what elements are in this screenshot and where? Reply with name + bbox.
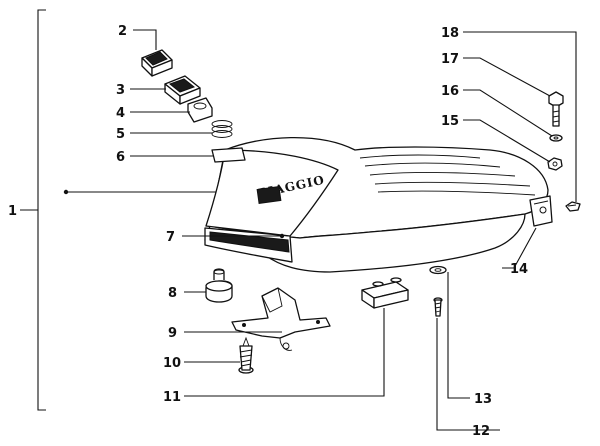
label-15: 15: [441, 114, 459, 129]
label-6: 6: [116, 150, 125, 165]
part-18-screw: [565, 201, 581, 212]
label-18: 18: [441, 26, 459, 41]
part-8-buffer: [205, 268, 233, 303]
part-3-lock-housing: [164, 75, 201, 105]
label-2: 2: [118, 24, 127, 39]
label-16: 16: [441, 84, 459, 99]
label-10: 10: [163, 356, 181, 371]
label-13: 13: [474, 392, 492, 407]
label-3: 3: [116, 83, 125, 98]
label-5: 5: [116, 127, 125, 142]
part-10-screw: [238, 336, 254, 374]
seat-drawing: PIAGGIO: [204, 136, 553, 273]
part-12-screw: [433, 297, 443, 317]
label-9: 9: [168, 326, 177, 341]
label-1: 1: [8, 204, 17, 219]
part-2-cap: [141, 49, 173, 77]
part-4-lock-barrel: [187, 97, 213, 123]
part-13-washer: [429, 265, 447, 275]
part-16-washer: [549, 134, 563, 142]
label-11: 11: [163, 390, 181, 405]
leader-lines: [130, 29, 577, 431]
part-6-plate: [211, 147, 246, 163]
part-11-hinge-block: [361, 277, 409, 309]
seat-logo-plate: [256, 185, 282, 205]
part-9-latch-bracket: [231, 287, 331, 351]
part-15-nut: [547, 157, 563, 171]
label-7: 7: [166, 230, 175, 245]
part-17-bolt: [548, 91, 564, 127]
label-4: 4: [116, 106, 125, 121]
label-17: 17: [441, 52, 459, 67]
label-12: 12: [472, 424, 490, 439]
part-5-spring: [211, 120, 233, 138]
label-14: 14: [510, 262, 528, 277]
label-8: 8: [168, 286, 177, 301]
